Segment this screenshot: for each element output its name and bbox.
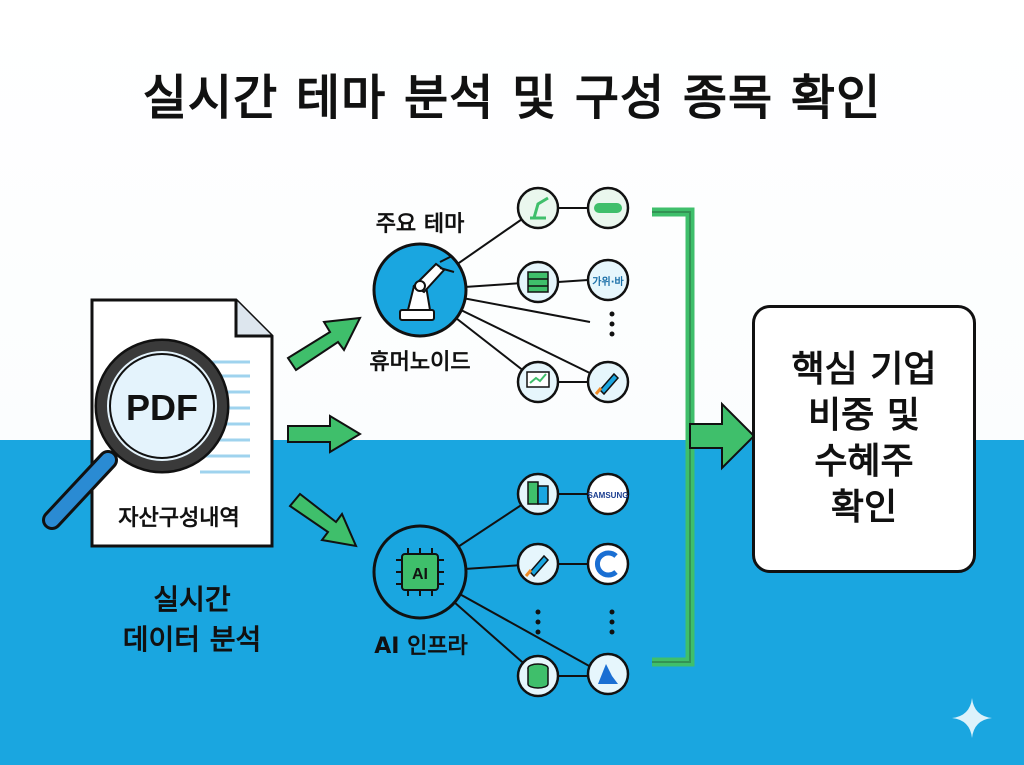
node-company-logo [586,258,630,302]
arrows-to-themes [286,316,362,548]
node-samsung-logo [586,472,630,516]
svg-text:AI: AI [412,566,428,583]
svg-text:가위·바: 가위·바 [592,275,624,288]
analysis-label-line-1: 실시간 [153,583,231,616]
analysis-label: 실시간 데이터 분석 [92,580,292,660]
theme1-ellipsis [609,311,615,337]
theme2-nodes: SAMSUNG [516,472,630,698]
page-title: 실시간 테마 분석 및 구성 종목 확인 [142,70,882,126]
sparkle-icon [952,698,992,738]
humanoid-hub [372,242,468,338]
theme-humanoid-label: 휴머노이드 [369,350,471,375]
theme-ai-infra-label: AI 인프라 [374,634,468,659]
theme-main-label: 주요 테마 [375,212,465,237]
ai-infra-hub: AI [372,524,468,620]
svg-text:SAMSUNG: SAMSUNG [588,491,629,500]
robot-arm-icon [399,255,455,321]
magnifier-icon: PDF [42,338,230,530]
theme2-ellipsis [535,609,615,635]
ai-chip-icon: AI [396,548,444,596]
merge-bracket [652,207,756,667]
theme1-nodes: 가위·바 [516,186,630,404]
document-label: 자산구성내역 [104,500,254,532]
result-line-4: 확인 [830,487,898,528]
result-box: 핵심 기업 비중 및 수혜주 확인 [752,305,976,573]
analysis-label-line-2: 데이터 분석 [122,623,262,656]
result-line-3: 수혜주 [814,441,914,482]
result-line-1: 핵심 기업 [791,349,937,390]
node-c-logo [586,542,630,586]
pdf-icon-text: PDF [126,387,198,428]
result-line-2: 비중 및 [808,395,920,436]
